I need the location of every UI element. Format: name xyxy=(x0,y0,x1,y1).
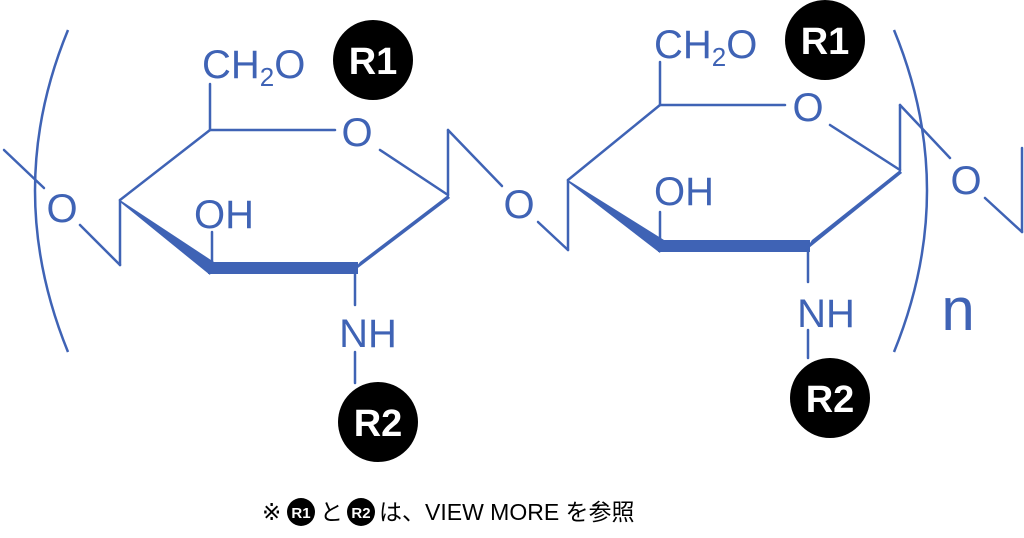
footnote-r2-label: R2 xyxy=(351,505,370,522)
footnote-r2-badge xyxy=(347,498,375,526)
footnote-tail: は、VIEW MORE を参照 xyxy=(379,499,635,525)
ring1-oxygen: O xyxy=(341,111,372,155)
r2-badge-label: R2 xyxy=(806,379,855,421)
ring2-ch2o-label: CH2O xyxy=(654,23,757,72)
bond-link-2 xyxy=(536,220,570,252)
r1-badge-circle xyxy=(333,20,413,100)
r2-badge-circle xyxy=(338,382,418,462)
r1-badge-label: R1 xyxy=(349,41,398,83)
wedge-r1-c4-c3 xyxy=(120,200,214,275)
ring2-oxygen: O xyxy=(792,86,823,130)
wedge-bonds xyxy=(120,170,902,275)
r2-badge-circle xyxy=(790,358,870,438)
wedge-r1-c2-c1 xyxy=(350,195,450,274)
footnote-r1-label: R1 xyxy=(291,505,310,522)
r1-badge-ring2: R1 xyxy=(785,0,865,80)
wedge-r2-c3-c2 xyxy=(658,240,810,252)
r1-badge-ring1: R1 xyxy=(333,20,413,100)
right-parenthesis xyxy=(892,29,929,353)
chain-oxygen-left: O xyxy=(46,187,77,231)
bond-o1-c4 xyxy=(78,223,122,267)
wedge-r2-c4-c3 xyxy=(568,180,664,253)
wedge-r2-c2-c1 xyxy=(804,170,902,252)
bond-link-1 xyxy=(446,128,504,188)
r1-badge-circle xyxy=(785,0,865,80)
wedge-r1-c3-c2 xyxy=(208,262,358,274)
footnote-connector: と xyxy=(320,499,343,525)
ring1-amine: NH xyxy=(339,312,397,356)
bond-r1-c4-c5 xyxy=(118,128,212,202)
left-parenthesis xyxy=(33,29,70,353)
repeat-index-n: n xyxy=(941,276,974,343)
bond-r2-c4-c5 xyxy=(566,103,662,182)
r1-badge-label: R1 xyxy=(801,21,850,63)
footnote-r1-badge xyxy=(287,498,315,526)
ring1-ch2o-label: CH2O xyxy=(202,43,305,92)
repeat-brackets xyxy=(33,29,929,353)
footnote-mark: ※ xyxy=(262,499,281,525)
footnote: ※ R1 と R2 は、VIEW MORE を参照 xyxy=(262,498,635,526)
bond-chain-start xyxy=(2,148,46,190)
ring2-hydroxyl: OH xyxy=(654,170,714,214)
r2-badge-ring2: R2 xyxy=(790,358,870,438)
glycosidic-oxygen: O xyxy=(503,183,534,227)
bond-end-1 xyxy=(898,103,952,160)
bond-network xyxy=(2,60,1024,385)
chain-oxygen-right: O xyxy=(950,159,981,203)
ring2-amine: NH xyxy=(797,292,855,336)
bond-r2-o-c1 xyxy=(828,123,902,172)
ring1-hydroxyl: OH xyxy=(194,193,254,237)
bond-r1-o-c1 xyxy=(378,148,450,197)
r2-badge-label: R2 xyxy=(354,403,403,445)
bond-end-2 xyxy=(983,196,1024,234)
r2-badge-ring1: R2 xyxy=(338,382,418,462)
